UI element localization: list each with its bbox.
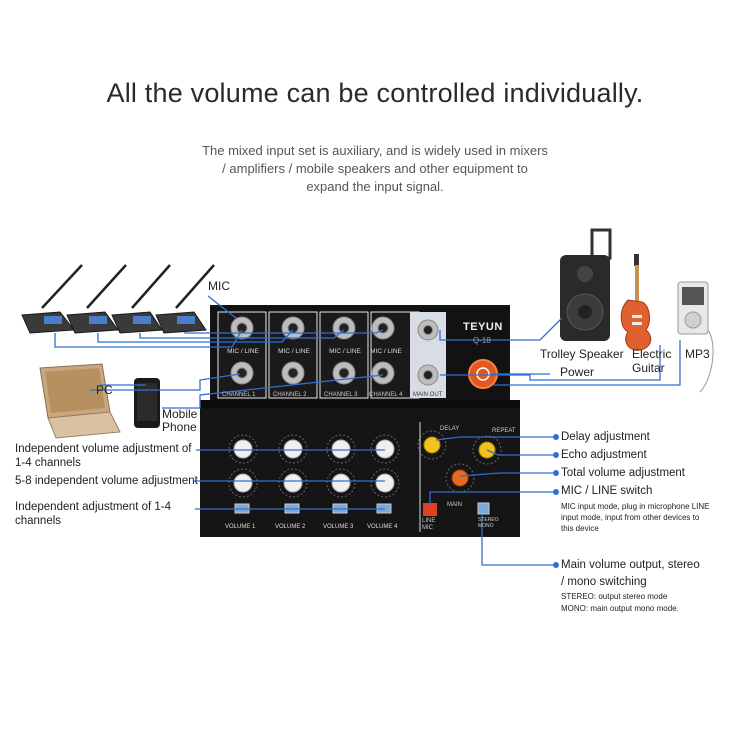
delay-knob-label: DELAY bbox=[440, 426, 460, 432]
jack-label: MIC / LINE bbox=[227, 348, 259, 355]
callout-main-output: Main volume output, stereo / mono switch… bbox=[561, 559, 700, 588]
volume-label: VOLUME 4 bbox=[367, 524, 398, 530]
volume-label: VOLUME 2 bbox=[275, 524, 306, 530]
callout-mic-line: MIC / LINE switch bbox=[561, 485, 653, 497]
callout-channel-volume: Independent volume adjustment of 1-4 cha… bbox=[15, 443, 192, 469]
callout-total-volume: Total volume adjustment bbox=[561, 467, 686, 479]
jack-label: MIC / LINE bbox=[278, 348, 310, 355]
power-label: Power bbox=[560, 365, 595, 379]
channel-label: CHANNEL 3 bbox=[324, 392, 358, 398]
repeat-knob-label: REPEAT bbox=[492, 428, 516, 434]
channel-label: CHANNEL 2 bbox=[273, 392, 307, 398]
mp3-player-icon bbox=[677, 281, 714, 393]
callout-mic-line-description: MIC input mode, plug in microphone LINE … bbox=[561, 502, 710, 533]
stereo-mono-label: STEREO MONO bbox=[478, 517, 499, 529]
connection-lines bbox=[54, 295, 681, 566]
mp3-label: MP3 bbox=[685, 347, 710, 361]
microphone-icon bbox=[111, 264, 171, 334]
jack-label: MIC / LINE bbox=[370, 348, 402, 355]
callout-stereo-description: STEREO: output stereo mode bbox=[561, 592, 668, 601]
volume-label: VOLUME 1 bbox=[225, 524, 256, 530]
volume-label: VOLUME 3 bbox=[323, 524, 354, 530]
channel-label: CHANNEL 1 bbox=[222, 392, 256, 398]
pc-label: PC bbox=[96, 383, 113, 397]
trolley-speaker-label: Trolley Speaker bbox=[540, 347, 624, 361]
microphone-icon bbox=[155, 264, 215, 334]
callout-5-8-volume: 5-8 independent volume adjustment bbox=[15, 475, 198, 487]
mic-label: MIC bbox=[208, 279, 230, 293]
page-title: All the volume can be controlled individ… bbox=[106, 78, 644, 108]
laptop-icon bbox=[39, 363, 121, 439]
callout-echo: Echo adjustment bbox=[561, 449, 647, 461]
microphone-group bbox=[21, 264, 215, 334]
microphone-icon bbox=[66, 264, 127, 334]
page-subtitle: The mixed input set is auxiliary, and is… bbox=[202, 143, 548, 194]
electric-guitar-icon bbox=[620, 254, 652, 351]
jack-label: MIC / LINE bbox=[329, 348, 361, 355]
audio-mixer bbox=[200, 305, 520, 537]
callout-delay: Delay adjustment bbox=[561, 431, 650, 443]
main-out-label: MAIN OUT bbox=[413, 392, 443, 398]
callout-mono-description: MONO: main output mono mode. bbox=[561, 604, 679, 613]
line-mic-label: LINE MIC bbox=[422, 518, 436, 531]
mobile-phone-label: Mobile Phone bbox=[162, 407, 198, 434]
mixer-brand: TEYUN bbox=[463, 321, 503, 333]
main-label: MAIN bbox=[447, 502, 462, 508]
channel-label: CHANNEL 4 bbox=[369, 392, 403, 398]
electric-guitar-label: Electric Guitar bbox=[632, 347, 672, 375]
callout-channel-adjustment: Independent adjustment of 1-4 channels bbox=[15, 501, 172, 527]
trolley-speaker-icon bbox=[560, 228, 612, 341]
mixer-model: Q-18 bbox=[473, 336, 491, 345]
